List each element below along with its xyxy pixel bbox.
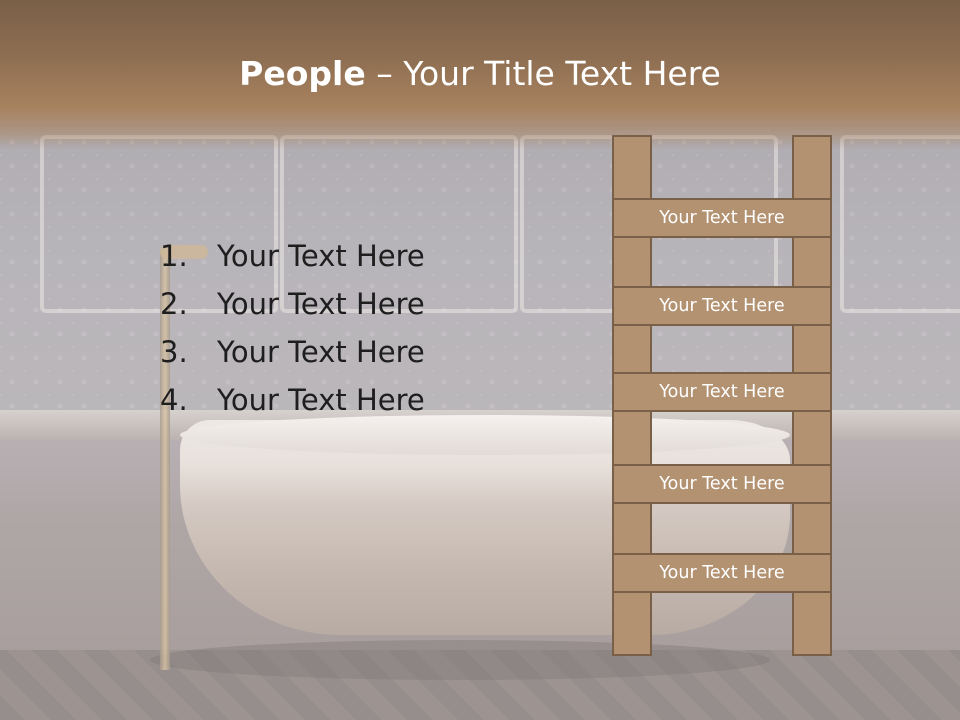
ladder-rung-3[interactable]: Your Text Here <box>612 372 832 412</box>
list-number: 4. <box>160 383 188 417</box>
faucet-pipe <box>160 250 170 670</box>
title-band <box>0 0 960 150</box>
title-bold: People <box>239 54 366 93</box>
ladder-rung-1[interactable]: Your Text Here <box>612 198 832 238</box>
list-text: Your Text Here <box>217 239 425 273</box>
list-item: 4. Your Text Here <box>160 376 425 424</box>
list-number: 1. <box>160 239 188 273</box>
list-text: Your Text Here <box>217 335 425 369</box>
tub-shadow <box>150 640 770 680</box>
list-item: 2. Your Text Here <box>160 280 425 328</box>
ladder-rung-2[interactable]: Your Text Here <box>612 286 832 326</box>
list-item: 1. Your Text Here <box>160 232 425 280</box>
bathtub <box>180 420 790 635</box>
numbered-list[interactable]: 1. Your Text Here 2. Your Text Here 3. Your… <box>160 232 425 424</box>
faucet-spout <box>160 245 208 259</box>
list-text: Your Text Here <box>217 383 425 417</box>
list-text: Your Text Here <box>217 287 425 321</box>
slide-title[interactable]: People – Your Title Text Here <box>0 52 960 96</box>
list-number: 3. <box>160 335 188 369</box>
title-rest: – Your Title Text Here <box>365 54 721 93</box>
list-number: 2. <box>160 287 188 321</box>
bathtub-rim <box>180 415 790 455</box>
list-item: 3. Your Text Here <box>160 328 425 376</box>
ladder-rung-4[interactable]: Your Text Here <box>612 464 832 504</box>
ladder-rung-5[interactable]: Your Text Here <box>612 553 832 593</box>
